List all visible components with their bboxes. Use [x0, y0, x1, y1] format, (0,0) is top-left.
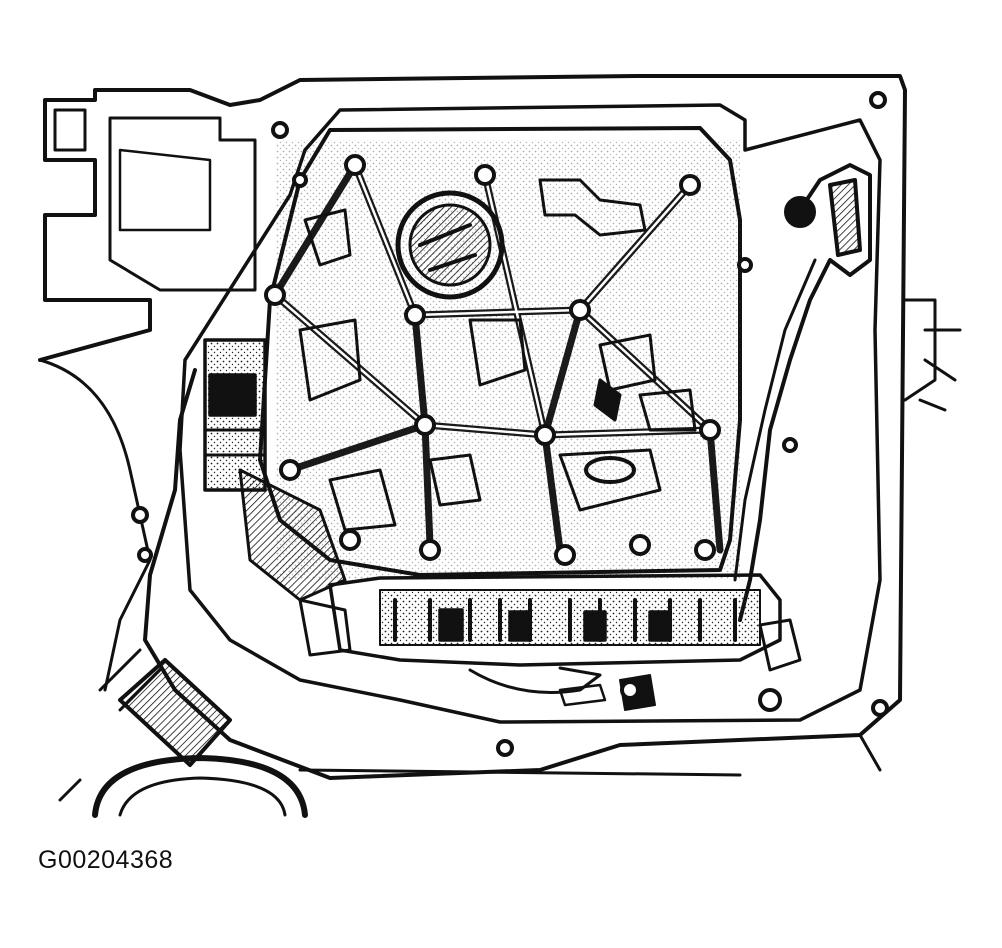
output-shaft: [58, 648, 308, 818]
bolts: [131, 91, 889, 757]
valve-channels: [298, 178, 697, 532]
pan-flange: [178, 103, 882, 724]
accumulator-circle: [395, 190, 505, 300]
figure-id-label: G00204368: [38, 846, 174, 874]
case-outline: [38, 74, 962, 780]
case-bottom-edge: [298, 733, 882, 777]
solenoid-pack: [203, 338, 347, 602]
wiring-harness: [733, 163, 872, 622]
connector-bank: [298, 573, 802, 711]
